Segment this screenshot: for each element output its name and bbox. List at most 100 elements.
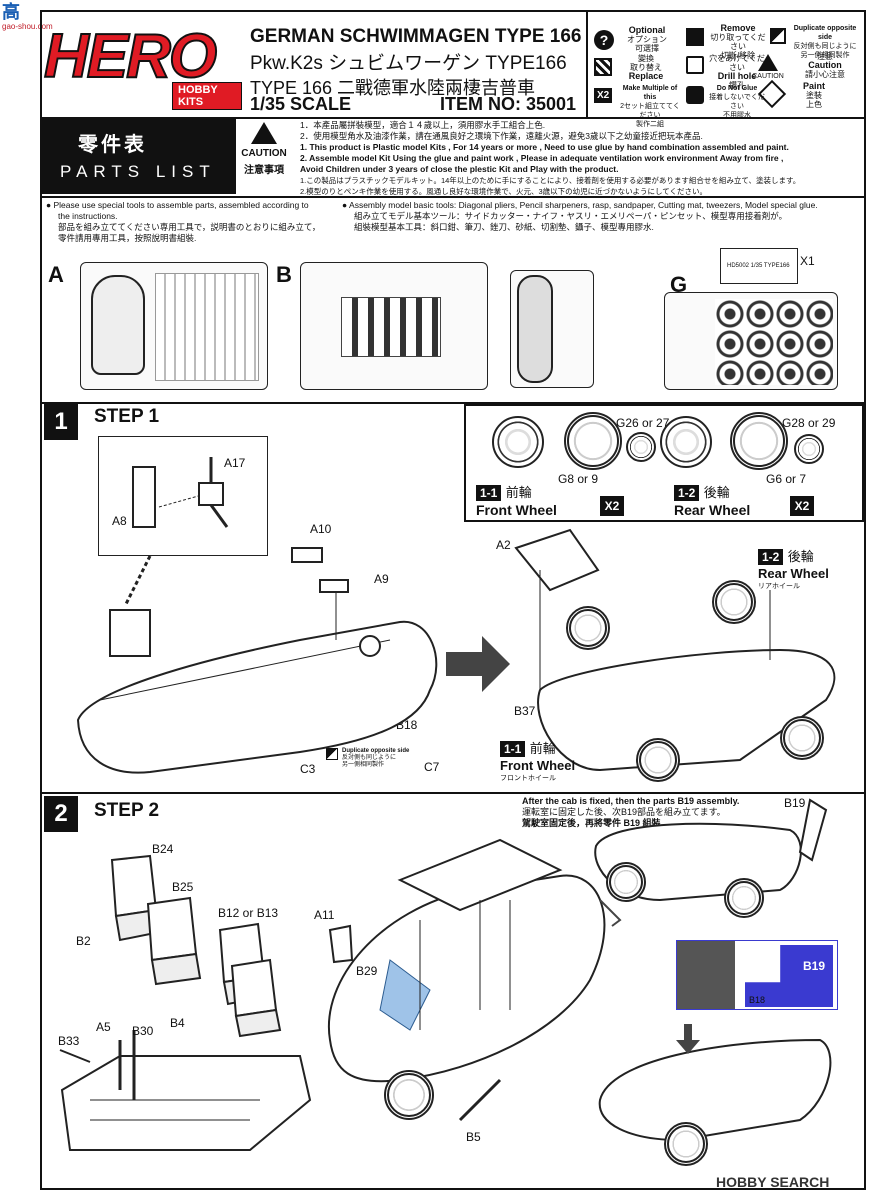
- tools-line: 零件請用專用工具，按照說明書組裝.: [58, 233, 197, 243]
- optional-icon: ?: [594, 30, 614, 50]
- front-wheel-right: [780, 716, 824, 760]
- sprue-a-parts: [155, 273, 259, 381]
- front-en: Front Wheel: [476, 502, 557, 518]
- sprue-c: [510, 270, 594, 388]
- sprue-a-hull: [91, 275, 145, 375]
- no-glue-icon: [686, 86, 704, 104]
- step-number: 1: [44, 404, 78, 440]
- caution-icon: [251, 122, 277, 144]
- legend-optional-zh: 可選擇: [635, 44, 659, 53]
- part-label-a11: A11: [314, 908, 335, 922]
- legend-duplicate-jp: 反対側も同じように: [793, 43, 857, 50]
- legend-noglue-zh: 不用膠水: [723, 112, 751, 119]
- corner-watermark: 高 gao-shou.com: [2, 2, 68, 38]
- legend-divider: [586, 12, 588, 118]
- step-title: STEP 1: [94, 406, 160, 427]
- step2-rule: [42, 792, 866, 794]
- legend-paint-en: Paint: [802, 81, 825, 91]
- tools-text: Assembly model basic tools: Diagonal pli…: [349, 200, 818, 210]
- part-label-b2: B2: [76, 934, 91, 948]
- front-x2-badge: X2: [600, 496, 624, 516]
- legend-replace-jp: 取り替え: [630, 63, 662, 72]
- vehicle-wheel: [384, 1070, 434, 1120]
- rear-callout-jp: リアホイール: [758, 583, 800, 590]
- note-line: 2．使用模型角水及油漆作業，請在通風良好之環境下作業，遠離火源，避免3歲以下之幼…: [300, 131, 703, 141]
- legend-remove-jp: 切り取ってください: [710, 33, 766, 51]
- replace-icon: [594, 58, 612, 76]
- corner-watermark-url: gao-shou.com: [2, 22, 53, 31]
- front-callout-zh: 前輪: [529, 741, 556, 756]
- parts-list-zh: 零件表: [78, 134, 147, 156]
- part-label-b33: B33: [58, 1034, 80, 1048]
- front-wheel-callout: 1-1 前輪 Front Wheel フロントホイール: [500, 738, 575, 783]
- inset-box-a17: [98, 436, 268, 556]
- front-wheel-title: 1-1 前輪 Front Wheel: [476, 482, 557, 518]
- sprue-a: [80, 262, 268, 390]
- b19-inset-label: B19: [803, 959, 826, 973]
- legend-multiple-en: Make Multiple of this: [622, 85, 678, 101]
- b19-photo: [677, 941, 735, 1009]
- legend-noglue-jp: 接着しないでください: [709, 94, 765, 110]
- caution-label: CAUTION: [241, 148, 287, 159]
- tools-line: ● Please use special tools to assemble p…: [46, 200, 336, 211]
- tools-line: ● Assembly model basic tools: Diagonal p…: [342, 200, 862, 211]
- legend-duplicate-en: Duplicate opposite side: [793, 25, 857, 41]
- duplicate-note-jp: 反対側も同じように: [342, 755, 397, 761]
- legend-paint-zh1: 塗裝: [806, 91, 822, 100]
- rear-wheel-title: 1-2 後輪 Rear Wheel: [674, 482, 750, 518]
- drill-icon: [686, 56, 704, 74]
- corner-watermark-glyph: 高: [2, 2, 20, 22]
- tools-line: 組み立てモデル基本ツール：サイドカッター・ナイフ・ヤスリ・エメリペーパ・ピンセッ…: [354, 211, 788, 221]
- legend-caution-zh: 請小心注意: [805, 70, 845, 79]
- note-line: 2.模型のりとペンキ作業を使用する。風通し良好な環境作業で、火元、3歳以下の幼児…: [300, 187, 708, 196]
- part-label-b24: B24: [152, 842, 174, 856]
- wheel-assembly-box: G26 or 27 G8 or 9 1-1 前輪 Front Wheel X2 …: [464, 404, 864, 522]
- step2-note: After the cab is fixed, then the parts B…: [522, 796, 739, 829]
- front-callout-jp: フロントホイール: [500, 775, 556, 782]
- legend-replace-zh: 變換: [638, 54, 654, 63]
- sprue-label-b: B: [276, 262, 292, 287]
- rear-en: Rear Wheel: [674, 502, 751, 518]
- front-callout-en: Front Wheel: [500, 758, 576, 773]
- legend-optional-en: Optional: [628, 25, 666, 35]
- rear-hub: [660, 416, 712, 468]
- part-label-a17: A17: [224, 456, 246, 470]
- front-zh: 前輪: [505, 485, 532, 500]
- scale-label: 1/35 SCALE: [250, 94, 352, 114]
- legend-caution-en: Caution: [808, 60, 842, 70]
- tools-line: the instructions.: [58, 211, 118, 221]
- legend-noglue-en: Do Not Glue: [716, 85, 758, 92]
- part-label-b12: B12 or B13: [218, 906, 279, 920]
- legend-caution-label: CAUTION: [752, 73, 784, 80]
- legend-caution-jp: 注意: [817, 52, 833, 61]
- duplicate-note-zh: 另一側相同製作: [342, 762, 385, 768]
- logo-subtext: HOBBY KITS: [172, 82, 242, 110]
- rear-callout-tag: 1-2: [758, 549, 784, 565]
- part-label-a5: A5: [96, 1020, 111, 1034]
- duplicate-note-en: Duplicate opposite side: [342, 748, 410, 754]
- decal-plate-text: HD5002 1/35 TYPE166: [727, 263, 790, 269]
- caution-triangle-icon: [758, 54, 778, 71]
- front-callout-tag: 1-1: [500, 741, 526, 757]
- part-label-a8: A8: [112, 514, 127, 528]
- legend-drill-zh: 鑽孔: [729, 81, 745, 90]
- sprue-g: [664, 292, 838, 390]
- notes-rule: [42, 196, 866, 198]
- rear-x2-badge: X2: [790, 496, 814, 516]
- tools-line: 組裝模型基本工具：斜口鉗、筆刀、銼刀、砂紙、切割墊、鑷子、模型專用膠水.: [354, 222, 654, 232]
- step2-note-zh: 駕駛室固定後，再將零件 B19 組裝.: [522, 818, 664, 828]
- parts-list-banner: 零件表 PARTS LIST: [42, 118, 236, 194]
- step1-rule: [42, 402, 866, 404]
- footer-watermark: HOBBY SEARCH: [716, 1174, 830, 1190]
- note-line: 1．本產品屬拼裝模型，適合１４歲以上，須用膠水手工組合上色.: [300, 120, 546, 130]
- part-label-a9: A9: [374, 572, 389, 586]
- sprue-b: [300, 262, 488, 390]
- logo-text: HERO: [43, 21, 218, 92]
- rear-tag: 1-2: [674, 485, 700, 501]
